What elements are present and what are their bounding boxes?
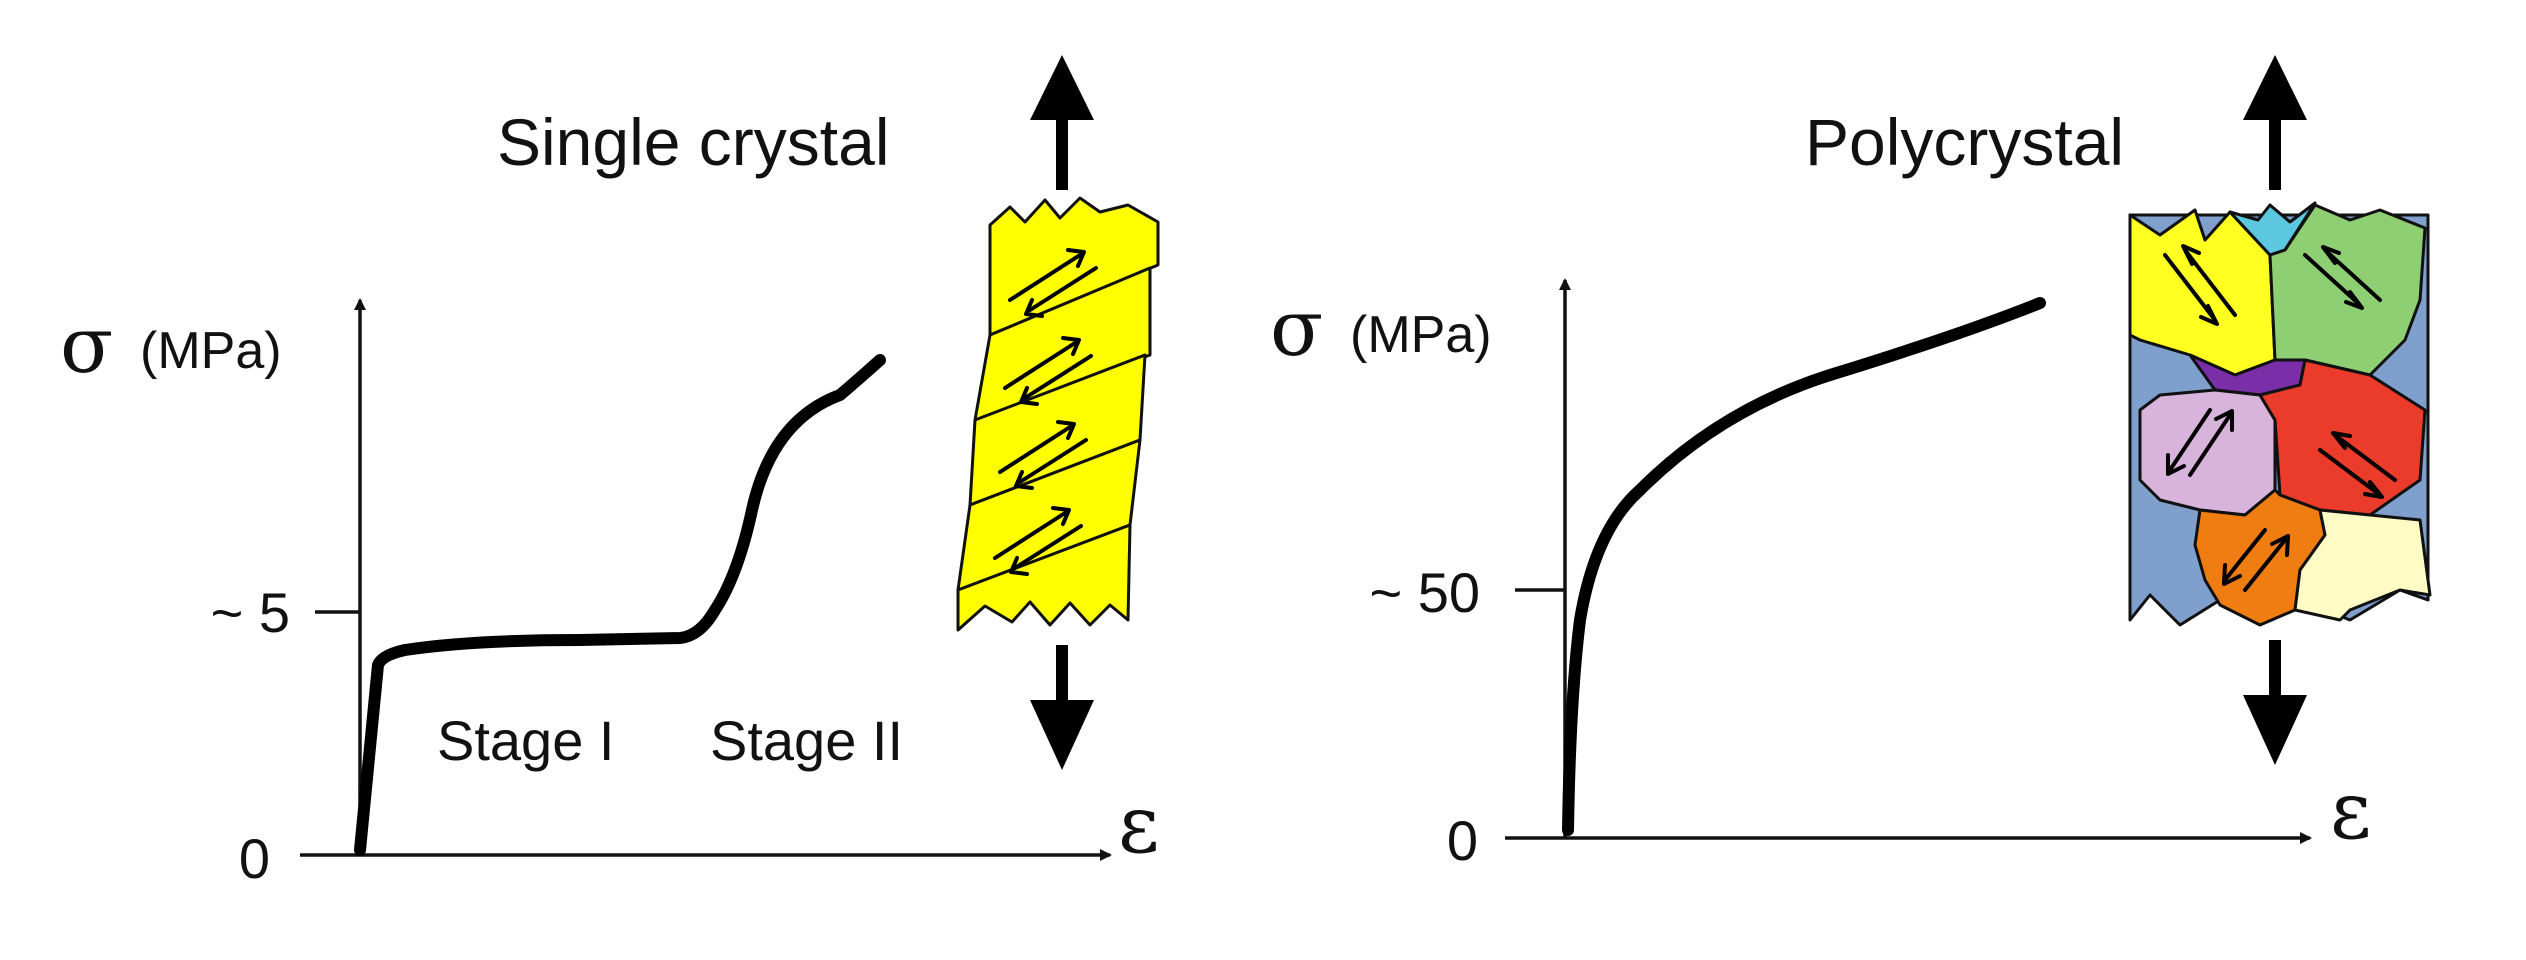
right-tick-label-50: ~ 50 xyxy=(1369,561,1480,624)
left-x-symbol: ε xyxy=(1118,778,1159,871)
polycrystal-curve xyxy=(1562,297,2046,836)
grain-green xyxy=(2268,203,2427,377)
single-crystal-specimen xyxy=(956,196,1160,632)
right-y-unit: (MPa) xyxy=(1350,306,1492,364)
left-y-symbol: σ xyxy=(60,301,113,391)
crystal-band-5 xyxy=(956,523,1132,632)
right-tick-label-0: 0 xyxy=(1447,809,1478,872)
stage-2-label: Stage II xyxy=(710,709,903,772)
left-tick-label-5: ~ 5 xyxy=(211,581,290,644)
stage-1-label: Stage I xyxy=(437,709,614,772)
left-tick-label-0: 0 xyxy=(239,827,270,890)
arrow-up-icon xyxy=(1030,55,1094,190)
arrow-up-icon xyxy=(2243,55,2307,190)
arrow-down-icon xyxy=(2243,640,2307,765)
grain-lavender xyxy=(2138,388,2277,517)
left-y-unit: (MPa) xyxy=(140,322,282,380)
right-y-symbol: σ xyxy=(1270,284,1323,374)
polycrystal-title: Polycrystal xyxy=(1805,105,2124,179)
single-crystal-curve xyxy=(354,354,886,856)
arrow-down-icon xyxy=(1030,645,1094,770)
polycrystal-panel: σ (MPa) ~ 50 0 ε Polycrystal xyxy=(1270,55,2432,872)
slip-arrows-icon xyxy=(993,248,1098,576)
crystal-band-2 xyxy=(973,266,1152,422)
slip-arrows-icon xyxy=(2163,244,2397,592)
right-x-symbol: ε xyxy=(2330,764,2371,857)
polycrystal-specimen xyxy=(2128,201,2432,627)
single-crystal-title: Single crystal xyxy=(497,105,890,179)
single-crystal-panel: σ (MPa) ~ 5 0 ε Stage I Stage II Single … xyxy=(60,55,1160,890)
grain-cream xyxy=(2293,508,2432,622)
